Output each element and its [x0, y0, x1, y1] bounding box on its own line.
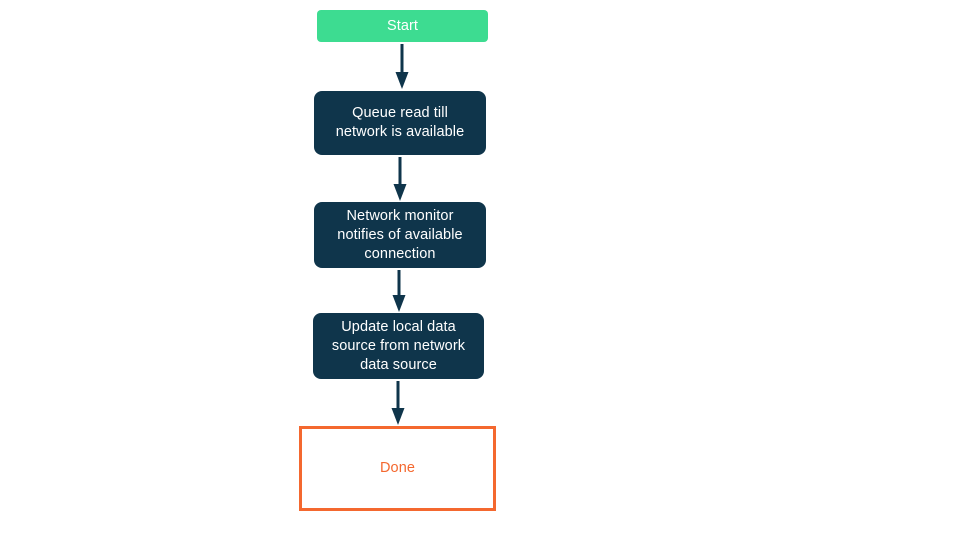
node-start-label: Start: [386, 17, 419, 34]
node-network-monitor[interactable]: Network monitor notifies of available co…: [314, 202, 486, 268]
node-done-label: Done: [379, 460, 416, 476]
node-done[interactable]: Done: [299, 426, 496, 511]
node-update-local-data-source[interactable]: Update local data source from network da…: [313, 313, 484, 379]
node-start[interactable]: Start: [317, 10, 488, 42]
edge-monitor-to-update: [391, 270, 407, 313]
node-queue-read-label: Queue read till network is available: [335, 105, 465, 140]
arrowhead-icon: [391, 408, 405, 425]
node-queue-read[interactable]: Queue read till network is available: [314, 91, 486, 155]
node-network-monitor-label: Network monitor notifies of available co…: [337, 207, 463, 262]
edge-queue-to-monitor: [392, 157, 408, 202]
edge-update-to-done: [390, 381, 406, 426]
node-update-local-data-source-label: Update local data source from network da…: [331, 318, 466, 373]
arrowhead-icon: [393, 184, 407, 201]
edge-start-to-queue: [394, 44, 410, 90]
arrowhead-icon: [395, 72, 409, 89]
arrowhead-icon: [392, 295, 406, 312]
